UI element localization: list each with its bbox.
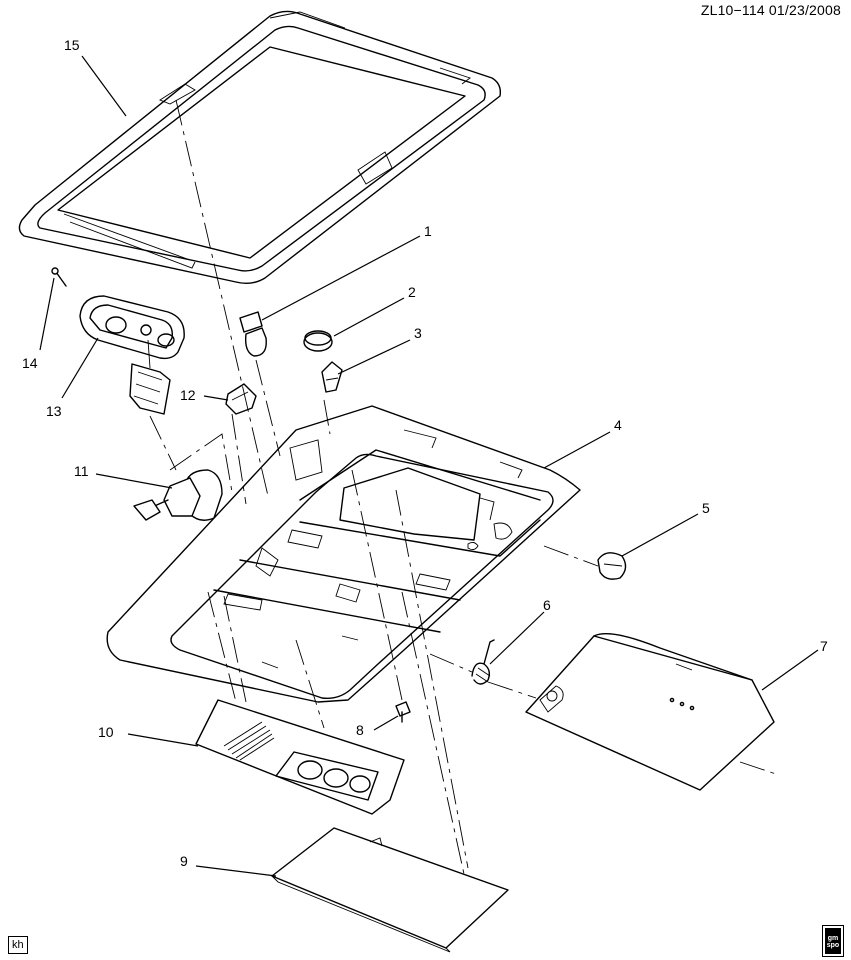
- part-8-screw: [395, 701, 411, 723]
- part-9-trim-panel: [271, 827, 509, 953]
- callout-7: 7: [820, 638, 828, 654]
- callout-11: 11: [74, 463, 89, 479]
- part-4-console-housing: [106, 405, 581, 703]
- part-5-latch: [597, 552, 627, 580]
- callout-4: 4: [614, 417, 622, 433]
- assembly-centerlines: [149, 99, 777, 875]
- part-12-clip: [225, 383, 257, 415]
- drafter-initials: kh: [8, 936, 28, 954]
- callout-6: 6: [543, 597, 551, 613]
- diagram-code: ZL10−114 01/23/2008: [700, 2, 841, 18]
- part-13-lamp-housing: [79, 295, 185, 415]
- callout-15: 15: [64, 37, 80, 53]
- callout-14: 14: [22, 355, 38, 371]
- gm-spo-logo: gm spo: [822, 925, 844, 957]
- part-1-bulb: [239, 311, 267, 357]
- part-15-trim-frame: [18, 10, 502, 285]
- part-7-storage-door: [525, 633, 775, 791]
- part-6-spring: [471, 639, 495, 685]
- part-14-screw: [51, 267, 67, 287]
- gm-spo-logo-text: gm spo: [826, 935, 840, 949]
- callout-13: 13: [46, 403, 62, 419]
- callout-12: 12: [180, 387, 196, 403]
- callout-1: 1: [424, 223, 432, 239]
- part-3-bracket: [321, 361, 343, 393]
- callout-5: 5: [702, 500, 710, 516]
- callout-leaders: [39, 55, 819, 877]
- callout-2: 2: [408, 284, 416, 300]
- part-2-grommet: [303, 330, 333, 352]
- callout-9: 9: [180, 853, 188, 869]
- part-10-control-bezel: [195, 699, 405, 815]
- callout-10: 10: [98, 724, 114, 740]
- callout-3: 3: [414, 325, 422, 341]
- callout-labels: 15 1 2 3 4 5 6 7 8 9 10 11 12 13 14: [22, 37, 828, 869]
- callout-8: 8: [356, 722, 364, 738]
- part-11-wiring-harness: [133, 469, 223, 521]
